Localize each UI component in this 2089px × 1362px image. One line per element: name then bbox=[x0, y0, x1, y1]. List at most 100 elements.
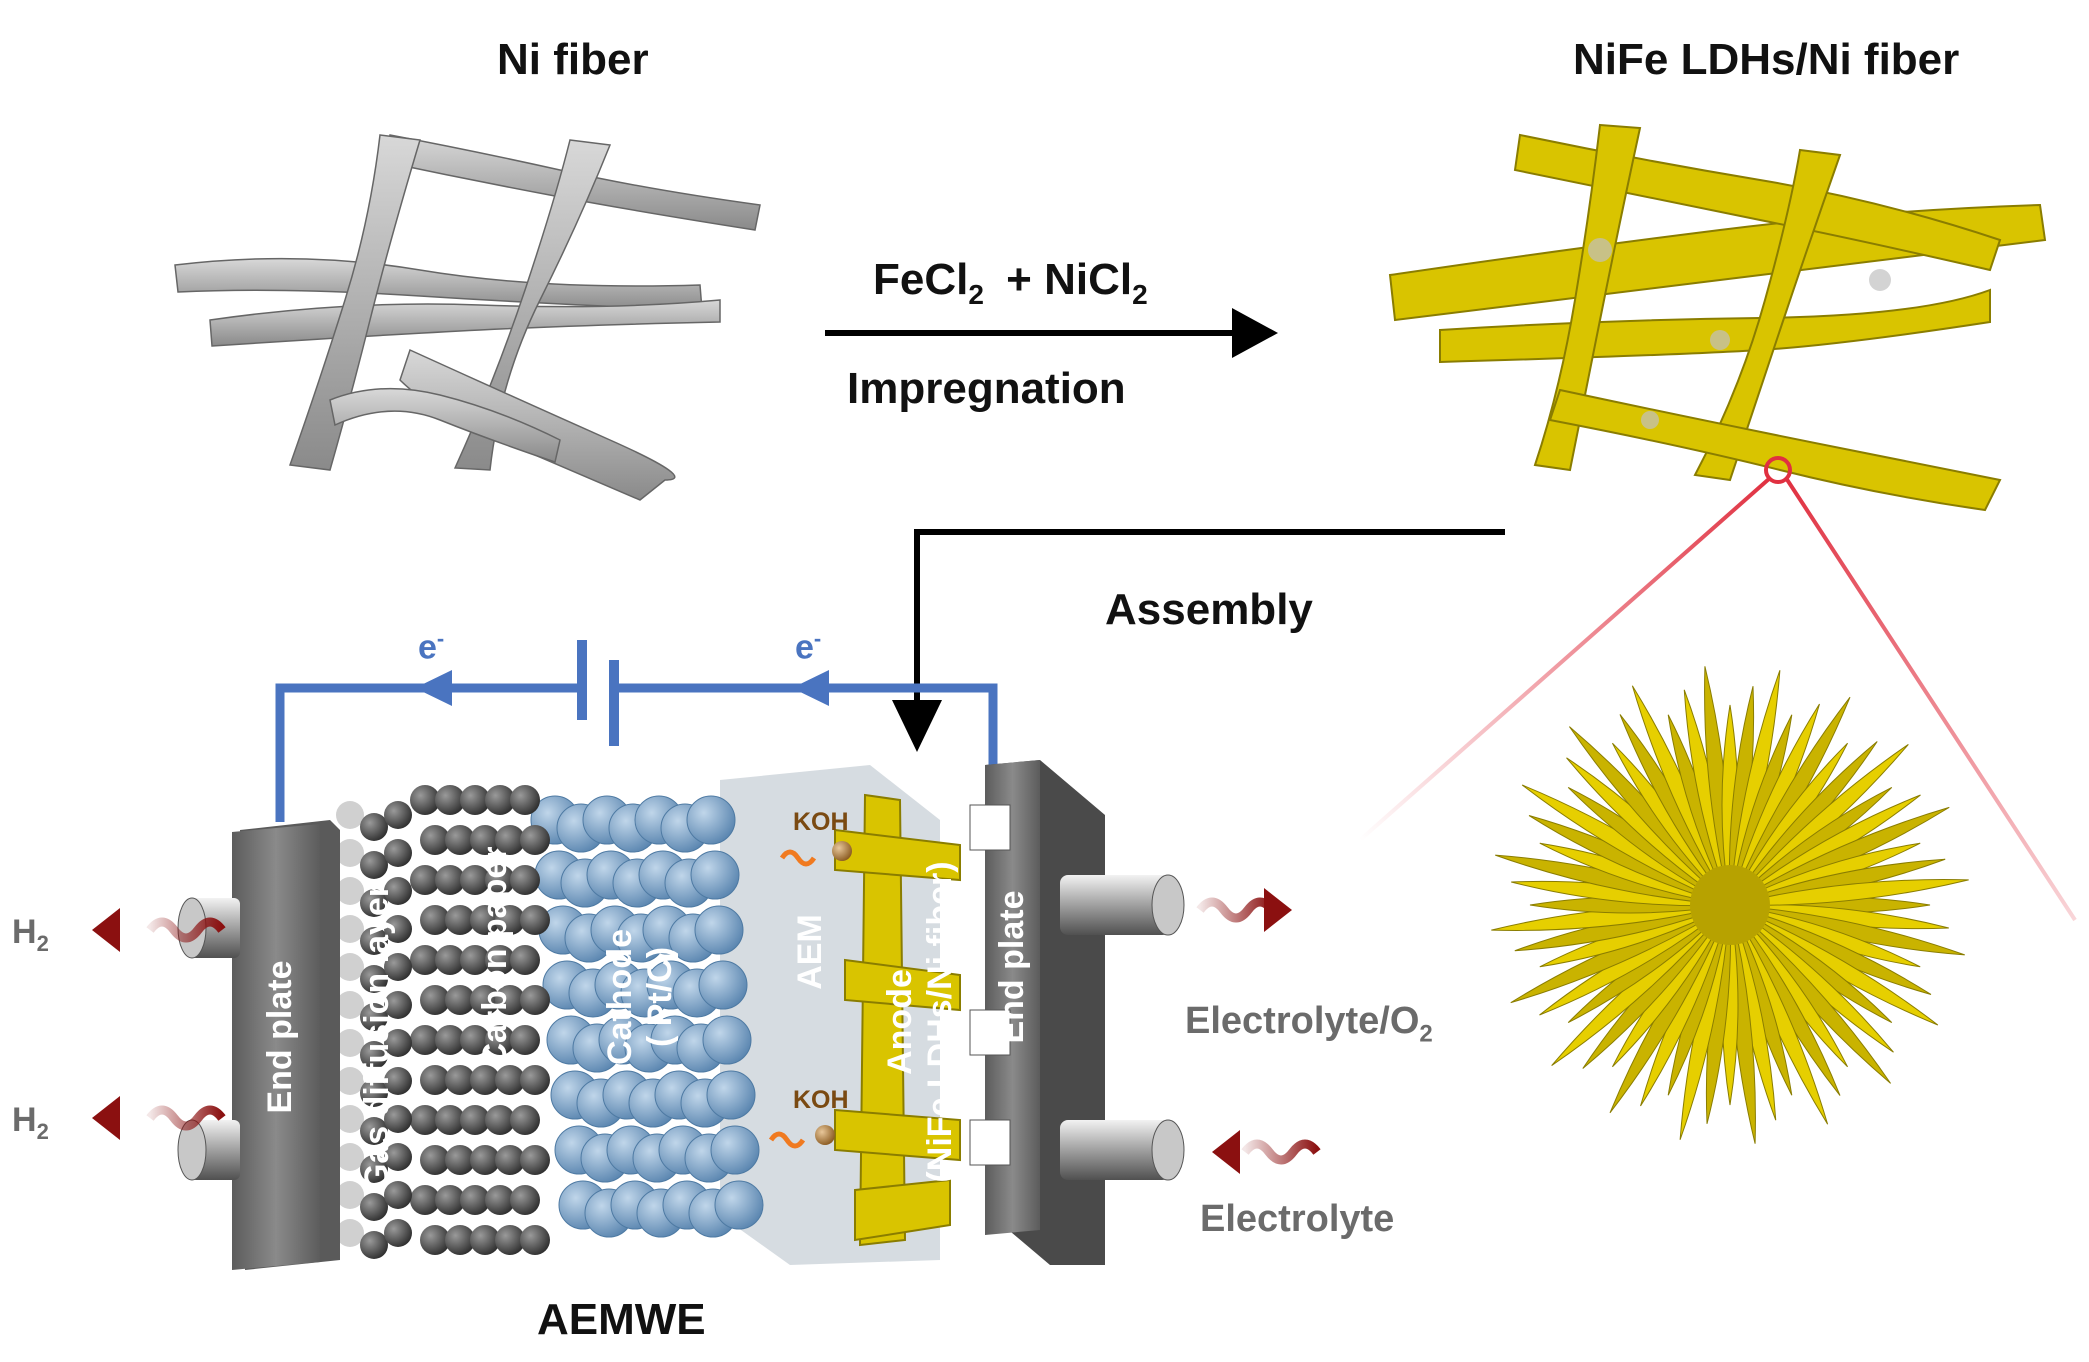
gdl-particle bbox=[360, 813, 388, 841]
koh-particle-bottom bbox=[815, 1125, 835, 1145]
carbon-particle bbox=[435, 785, 465, 815]
left-pipes bbox=[177, 897, 240, 1181]
gdl-particle bbox=[336, 1181, 364, 1209]
gdl-particle bbox=[384, 953, 412, 981]
label-anode: Anode (NiFe LDHs/Ni fiber) bbox=[881, 857, 959, 1187]
external-circuit bbox=[275, 640, 998, 822]
koh-flow-arrow-top bbox=[779, 849, 817, 867]
carbon-particle bbox=[445, 1065, 475, 1095]
carbon-particle bbox=[460, 1025, 490, 1055]
gdl-particle bbox=[336, 953, 364, 981]
carbon-particle bbox=[510, 1185, 540, 1215]
gdl-particle bbox=[360, 851, 388, 879]
gdl-particle bbox=[336, 801, 364, 829]
carbon-particle bbox=[510, 785, 540, 815]
carbon-particle bbox=[410, 1185, 440, 1215]
h2-top-symbol: H bbox=[12, 913, 37, 951]
cathode-particle bbox=[690, 850, 740, 900]
zoom-line-right bbox=[1784, 476, 2077, 922]
carbon-particle bbox=[495, 1065, 525, 1095]
electron-left-charge: - bbox=[436, 626, 445, 651]
h2-label-top: H2 bbox=[12, 915, 49, 955]
cathode-particle bbox=[686, 795, 736, 845]
gdl-particle bbox=[336, 991, 364, 1019]
end-plate-left bbox=[232, 820, 340, 1270]
h2-top-subscript: 2 bbox=[36, 930, 49, 956]
carbon-particle bbox=[520, 1065, 550, 1095]
gdl-particle bbox=[336, 1067, 364, 1095]
anode-ldh-fiber bbox=[834, 793, 961, 1247]
reagent-fecl-subscript: 2 bbox=[968, 278, 984, 310]
cathode-particle bbox=[694, 905, 744, 955]
nife-title: NiFe LDHs/Ni fiber bbox=[1573, 35, 1960, 84]
gdl-particle bbox=[384, 991, 412, 1019]
carbon-particle bbox=[510, 1105, 540, 1135]
aemwe-title: AEMWE bbox=[537, 1295, 706, 1344]
carbon-particle bbox=[445, 1225, 475, 1255]
h2-bottom-symbol: H bbox=[12, 1101, 37, 1139]
cathode-particle bbox=[698, 960, 748, 1010]
koh-flow-arrow-bottom bbox=[768, 1131, 806, 1149]
carbon-particle bbox=[510, 945, 540, 975]
carbon-particle bbox=[470, 825, 500, 855]
gdl-particle bbox=[360, 965, 388, 993]
gdl-particle bbox=[384, 877, 412, 905]
right-pipes bbox=[1060, 874, 1185, 1181]
carbon-particle bbox=[420, 1065, 450, 1095]
carbon-particle bbox=[435, 945, 465, 975]
gdl-particle bbox=[360, 927, 388, 955]
impregnation-label: Impregnation bbox=[847, 364, 1126, 413]
gdl-particle bbox=[384, 1181, 412, 1209]
gdl-particle bbox=[384, 1219, 412, 1247]
carbon-particle bbox=[510, 865, 540, 895]
electron-flow-arrow-right bbox=[792, 670, 829, 706]
gdl-particle bbox=[360, 1079, 388, 1107]
gdl-particle bbox=[384, 1067, 412, 1095]
cathode-particle bbox=[702, 1015, 752, 1065]
ldh-microsphere bbox=[1491, 666, 1969, 1144]
zoom-circle bbox=[1764, 456, 1792, 484]
label-cathode-name: Cathode bbox=[601, 929, 639, 1065]
carbon-particle bbox=[495, 1225, 525, 1255]
carbon-particle bbox=[435, 1185, 465, 1215]
ni-fiber-title: Ni fiber bbox=[497, 35, 649, 84]
electrolyte-o2-label: Electrolyte/O2 bbox=[1185, 1002, 1433, 1047]
gas-diffusion-layer-particles bbox=[336, 801, 412, 1259]
carbon-particle bbox=[410, 1025, 440, 1055]
h2-label-bottom: H2 bbox=[12, 1103, 49, 1143]
cathode-particle bbox=[706, 1070, 756, 1120]
carbon-particle bbox=[435, 1025, 465, 1055]
h2-outlet-arrow-top bbox=[92, 908, 226, 952]
gdl-particle bbox=[384, 1029, 412, 1057]
ldh-petal bbox=[1729, 879, 1969, 906]
ldh-sphere-core bbox=[1690, 865, 1770, 945]
gdl-particle bbox=[336, 1105, 364, 1133]
carbon-particle bbox=[470, 1225, 500, 1255]
electrolyte-o2-subscript: 2 bbox=[1419, 1020, 1433, 1048]
carbon-particle bbox=[460, 945, 490, 975]
carbon-particle bbox=[420, 825, 450, 855]
carbon-particle bbox=[470, 905, 500, 935]
electrolyte-o2-outlet-arrow bbox=[1196, 888, 1292, 932]
gdl-particle bbox=[336, 915, 364, 943]
impregnation-arrow-head bbox=[1232, 308, 1278, 358]
gdl-particle bbox=[360, 1155, 388, 1183]
label-gas-diffusion-layer: Gas diffusion layer bbox=[358, 883, 396, 1191]
carbon-particle bbox=[495, 825, 525, 855]
koh-label-bottom: KOH bbox=[793, 1086, 849, 1114]
carbon-particle bbox=[495, 985, 525, 1015]
label-aem: AEM bbox=[791, 914, 829, 990]
zoom-line-left bbox=[1358, 476, 1772, 842]
assembly-label: Assembly bbox=[1105, 585, 1313, 634]
gdl-particle bbox=[336, 877, 364, 905]
carbon-particle bbox=[510, 1025, 540, 1055]
carbon-particle bbox=[470, 1065, 500, 1095]
gdl-particle bbox=[384, 1143, 412, 1171]
label-carbon-paper: Carbon paper bbox=[476, 846, 514, 1068]
assembly-arrow-path bbox=[914, 529, 1505, 705]
gdl-particle bbox=[360, 1041, 388, 1069]
carbon-particle bbox=[410, 785, 440, 815]
cathode-particle bbox=[710, 1125, 760, 1175]
reagent-label: FeCl2 + NiCl2 bbox=[873, 258, 1148, 309]
carbon-particle bbox=[420, 985, 450, 1015]
